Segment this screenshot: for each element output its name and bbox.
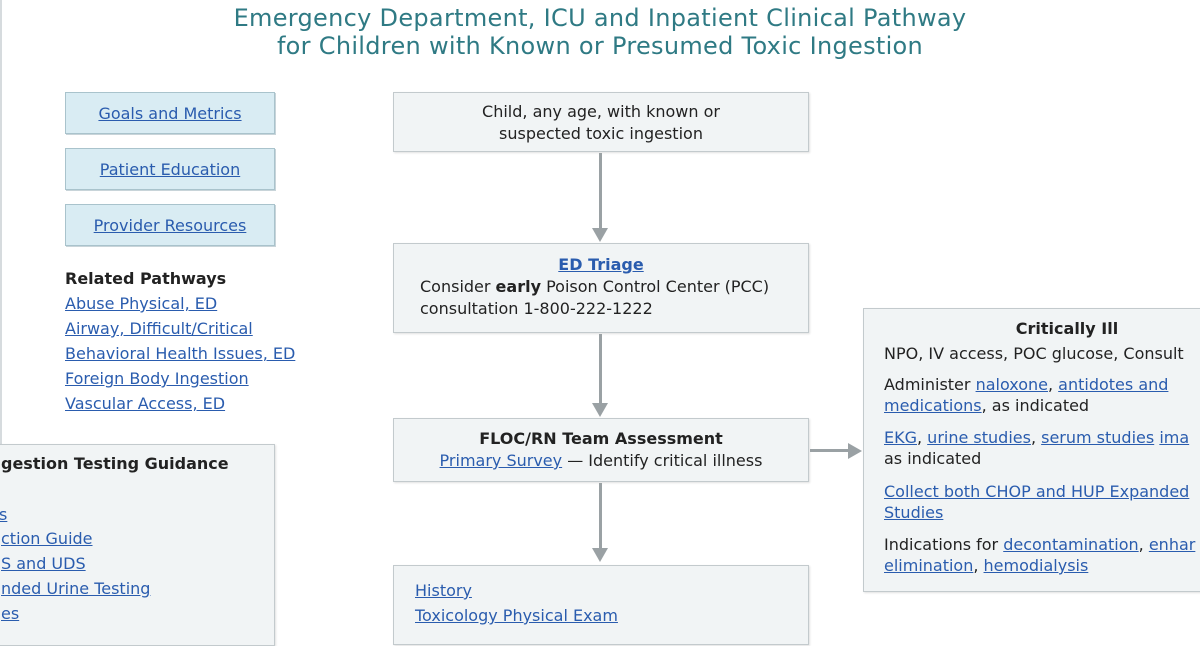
related-pathways-header: Related Pathways — [65, 269, 227, 288]
sep-text-4: , — [1138, 535, 1149, 554]
ed-triage-title-row: ED Triage — [394, 254, 808, 276]
testing-guidance-panel: gestion Testing Guidance s ction Guide S… — [0, 444, 275, 646]
testing-link-3[interactable]: S and UDS — [1, 554, 86, 573]
team-assessment-box: FLOC/RN Team Assessment Primary Survey —… — [393, 418, 809, 482]
triage-line-1: Consider early Poison Control Center (PC… — [420, 276, 808, 298]
left-border — [0, 0, 2, 630]
history-box: History Toxicology Physical Exam — [393, 565, 809, 645]
critically-ill-panel: Critically Ill NPO, IV access, POC gluco… — [863, 308, 1200, 592]
title-line-2: for Children with Known or Presumed Toxi… — [276, 32, 924, 60]
history-link[interactable]: History — [415, 581, 472, 600]
testing-link-4[interactable]: nded Urine Testing — [1, 579, 151, 598]
critically-ill-header: Critically Ill — [1015, 319, 1119, 338]
start-line-1: Child, any age, with known or — [482, 102, 720, 121]
arrow-head-history — [592, 548, 608, 562]
indications-text: Indications for — [884, 535, 1004, 554]
urine-studies-link[interactable]: urine studies — [927, 428, 1031, 447]
critical-para-indications: Indications for decontamination, enhar el… — [884, 534, 1200, 576]
related-link-airway[interactable]: Airway, Difficult/Critical — [65, 319, 253, 338]
arrow-head-critical — [848, 443, 862, 459]
arrow-start-to-triage — [599, 153, 602, 229]
testing-link-1[interactable]: s — [0, 505, 7, 524]
studies-as-indicated: as indicated — [884, 449, 982, 468]
enhanced-link[interactable]: enhar — [1148, 535, 1196, 554]
antidotes-link[interactable]: antidotes and — [1058, 375, 1169, 394]
elimination-link[interactable]: elimination — [884, 556, 974, 575]
title-line-1: Emergency Department, ICU and Inpatient … — [233, 4, 967, 32]
sep-text-2: , — [1030, 428, 1042, 447]
testing-link-2[interactable]: ction Guide — [1, 529, 93, 548]
goals-metrics-link[interactable]: Goals and Metrics — [98, 103, 242, 123]
triage-bold-text: early — [495, 277, 541, 296]
sep-text-5: , — [973, 556, 984, 575]
related-link-foreign-body[interactable]: Foreign Body Ingestion — [65, 369, 249, 388]
testing-link-5[interactable]: es — [1, 604, 20, 623]
testing-guidance-header: gestion Testing Guidance — [1, 454, 229, 473]
as-indicated-text: , as indicated — [981, 396, 1090, 415]
arrow-assessment-to-critical — [810, 449, 850, 452]
collect-expanded-link[interactable]: Collect both CHOP and HUP Expanded — [884, 482, 1190, 501]
naloxone-link[interactable]: naloxone — [975, 375, 1048, 394]
decontamination-link[interactable]: decontamination — [1003, 535, 1139, 554]
provider-resources-link[interactable]: Provider Resources — [93, 215, 247, 235]
related-pathways: Related Pathways Abuse Physical, ED Airw… — [65, 266, 295, 416]
triage-line-2: consultation 1-800-222-1222 — [420, 299, 653, 318]
ed-triage-link[interactable]: ED Triage — [558, 255, 644, 274]
toxicology-exam-link[interactable]: Toxicology Physical Exam — [415, 606, 618, 625]
comma-text: , — [1048, 375, 1059, 394]
provider-resources-button[interactable]: Provider Resources — [65, 204, 275, 246]
critical-line-1: NPO, IV access, POC glucose, Consult — [884, 344, 1184, 363]
triage-post-text: Poison Control Center (PCC) — [541, 277, 770, 296]
page-title: Emergency Department, ICU and Inpatient … — [0, 4, 1200, 60]
start-box: Child, any age, with known or suspected … — [393, 92, 809, 152]
critical-para-administer: Administer naloxone, antidotes and medica… — [884, 374, 1200, 416]
start-line-2: suspected toxic ingestion — [499, 124, 703, 143]
sep-text-1: , — [917, 428, 928, 447]
primary-survey-link[interactable]: Primary Survey — [439, 451, 563, 470]
serum-studies-link[interactable]: serum studies — [1041, 428, 1155, 447]
assessment-rest-text: — Identify critical illness — [562, 451, 763, 470]
goals-metrics-button[interactable]: Goals and Metrics — [65, 92, 275, 134]
triage-pre-text: Consider — [420, 277, 496, 296]
imaging-link[interactable]: ima — [1159, 428, 1190, 447]
assessment-line: Primary Survey — Identify critical illne… — [394, 450, 808, 472]
ekg-link[interactable]: EKG — [884, 428, 917, 447]
assessment-title: FLOC/RN Team Assessment — [479, 429, 723, 448]
patient-education-link[interactable]: Patient Education — [99, 159, 241, 179]
patient-education-button[interactable]: Patient Education — [65, 148, 275, 190]
arrow-head-assessment — [592, 403, 608, 417]
arrow-assessment-to-history — [599, 483, 602, 549]
administer-text: Administer — [884, 375, 976, 394]
medications-link[interactable]: medications — [884, 396, 982, 415]
related-link-vascular[interactable]: Vascular Access, ED — [65, 394, 226, 413]
hemodialysis-link[interactable]: hemodialysis — [983, 556, 1089, 575]
critical-para-studies: EKG, urine studies, serum studies ima as … — [884, 427, 1200, 469]
related-link-behavioral[interactable]: Behavioral Health Issues, ED — [65, 344, 296, 363]
studies-link[interactable]: Studies — [884, 503, 944, 522]
ed-triage-box: ED Triage Consider early Poison Control … — [393, 243, 809, 333]
arrow-triage-to-assessment — [599, 334, 602, 404]
related-link-abuse[interactable]: Abuse Physical, ED — [65, 294, 218, 313]
arrow-head-triage — [592, 228, 608, 242]
